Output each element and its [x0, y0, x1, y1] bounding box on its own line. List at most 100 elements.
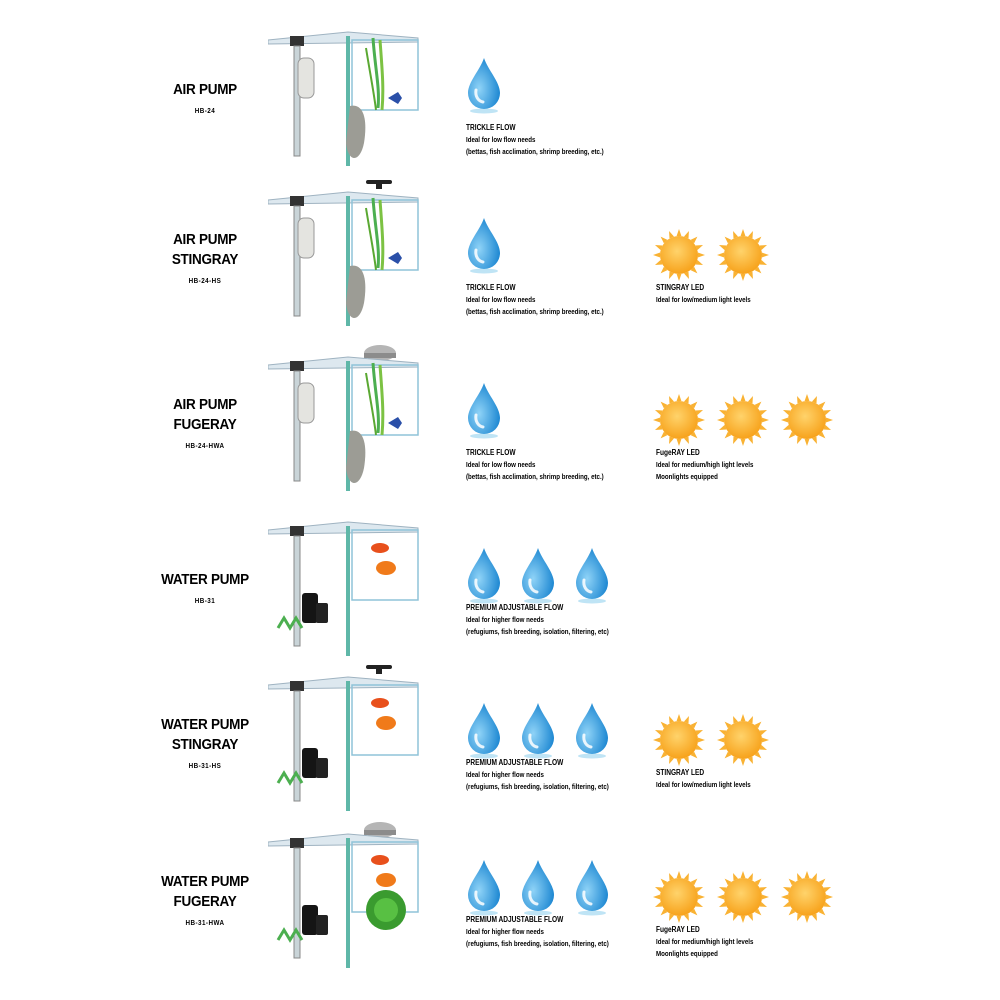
water-pump-hang-on-box-image: [268, 663, 428, 813]
sun-icon: [652, 870, 706, 924]
product-name-line: STINGRAY: [171, 736, 239, 753]
light-title: STINGRAY LED: [656, 283, 705, 292]
flow-title: PREMIUM ADJUSTABLE FLOW: [466, 915, 564, 924]
flow-description: PREMIUM ADJUSTABLE FLOW Ideal for higher …: [466, 914, 609, 950]
water-drop-icon: [570, 858, 614, 916]
product-name-line: WATER PUMP: [161, 571, 249, 588]
flow-line2: (bettas, fish acclimation, shrimp breedi…: [466, 307, 604, 316]
sun-icon: [716, 713, 770, 767]
light-title: FugeRAY LED: [656, 448, 700, 457]
flow-rating: [462, 701, 614, 759]
flow-title: PREMIUM ADJUSTABLE FLOW: [466, 758, 564, 767]
water-drop-icon: [516, 546, 560, 604]
flow-line1: Ideal for low flow needs: [466, 135, 536, 144]
light-description: FugeRAY LED Ideal for medium/high light l…: [656, 924, 753, 960]
water-drop-icon: [462, 546, 506, 604]
sun-icon: [716, 228, 770, 282]
product-name-line: STINGRAY: [171, 251, 239, 268]
product-name-line: FUGERAY: [173, 893, 237, 910]
light-line2: Moonlights equipped: [656, 472, 718, 481]
light-rating: [652, 228, 770, 282]
water-drop-icon: [462, 56, 506, 114]
air-pump-hang-on-box-image: [268, 18, 428, 168]
product-name-line: WATER PUMP: [161, 716, 249, 733]
water-pump-hang-on-box-image: [268, 820, 428, 970]
water-drop-icon: [570, 701, 614, 759]
flow-description: PREMIUM ADJUSTABLE FLOW Ideal for higher …: [466, 757, 609, 793]
product-name: WATER PUMP STINGRAY HB-31-HS: [156, 715, 255, 772]
water-drop-icon: [462, 701, 506, 759]
flow-rating: [462, 216, 506, 274]
light-line1: Ideal for medium/high light levels: [656, 460, 754, 469]
product-name: WATER PUMP HB-31: [156, 570, 255, 607]
sun-icon: [716, 870, 770, 924]
light-line1: Ideal for low/medium light levels: [656, 295, 751, 304]
product-name: AIR PUMP FUGERAY HB-24-HWA: [156, 395, 255, 452]
water-drop-icon: [570, 546, 614, 604]
flow-title: TRICKLE FLOW: [466, 283, 516, 292]
air-pump-hang-on-box-image: [268, 178, 428, 328]
flow-title: TRICKLE FLOW: [466, 448, 516, 457]
light-rating: [652, 870, 834, 924]
sun-icon: [780, 870, 834, 924]
model-number: HB-31-HWA: [185, 920, 225, 927]
water-drop-icon: [516, 858, 560, 916]
water-drop-icon: [516, 701, 560, 759]
sun-icon: [716, 393, 770, 447]
flow-title: PREMIUM ADJUSTABLE FLOW: [466, 603, 564, 612]
water-drop-icon: [462, 216, 506, 274]
flow-title: TRICKLE FLOW: [466, 123, 516, 132]
flow-rating: [462, 381, 506, 439]
light-line2: Moonlights equipped: [656, 949, 718, 958]
water-pump-hang-on-box-image: [268, 508, 428, 658]
flow-line2: (refugiums, fish breeding, isolation, fi…: [466, 627, 609, 636]
model-number: HB-24-HWA: [185, 443, 225, 450]
model-number: HB-31: [194, 598, 216, 605]
light-line1: Ideal for medium/high light levels: [656, 937, 754, 946]
light-rating: [652, 393, 834, 447]
flow-line1: Ideal for higher flow needs: [466, 770, 544, 779]
flow-rating: [462, 858, 614, 916]
product-name: WATER PUMP FUGERAY HB-31-HWA: [156, 872, 255, 929]
water-drop-icon: [462, 381, 506, 439]
flow-description: TRICKLE FLOW Ideal for low flow needs (bet…: [466, 122, 604, 158]
sun-icon: [652, 393, 706, 447]
light-line1: Ideal for low/medium light levels: [656, 780, 751, 789]
sun-icon: [652, 228, 706, 282]
water-drop-icon: [462, 858, 506, 916]
light-description: FugeRAY LED Ideal for medium/high light l…: [656, 447, 753, 483]
air-pump-hang-on-box-image: [268, 343, 428, 493]
flow-rating: [462, 56, 506, 114]
product-name-line: FUGERAY: [173, 416, 237, 433]
product-name-line: AIR PUMP: [173, 231, 237, 248]
flow-line1: Ideal for higher flow needs: [466, 615, 544, 624]
product-name-line: WATER PUMP: [161, 873, 249, 890]
model-number: HB-31-HS: [188, 763, 222, 770]
flow-line2: (refugiums, fish breeding, isolation, fi…: [466, 939, 609, 948]
flow-description: TRICKLE FLOW Ideal for low flow needs (bet…: [466, 447, 604, 483]
flow-line1: Ideal for higher flow needs: [466, 927, 544, 936]
flow-description: PREMIUM ADJUSTABLE FLOW Ideal for higher …: [466, 602, 609, 638]
light-rating: [652, 713, 770, 767]
sun-icon: [652, 713, 706, 767]
light-description: STINGRAY LED Ideal for low/medium light l…: [656, 767, 751, 791]
flow-line2: (bettas, fish acclimation, shrimp breedi…: [466, 147, 604, 156]
flow-rating: [462, 546, 614, 604]
light-title: STINGRAY LED: [656, 768, 705, 777]
flow-line2: (refugiums, fish breeding, isolation, fi…: [466, 782, 609, 791]
light-title: FugeRAY LED: [656, 925, 700, 934]
sun-icon: [780, 393, 834, 447]
model-number: HB-24: [194, 108, 216, 115]
product-row: AIR PUMP FUGERAY HB-24-HWA TRICKLE FLOW Ide…: [0, 335, 1000, 495]
product-name-line: AIR PUMP: [173, 396, 237, 413]
flow-line2: (bettas, fish acclimation, shrimp breedi…: [466, 472, 604, 481]
flow-line1: Ideal for low flow needs: [466, 460, 536, 469]
light-description: STINGRAY LED Ideal for low/medium light l…: [656, 282, 751, 306]
